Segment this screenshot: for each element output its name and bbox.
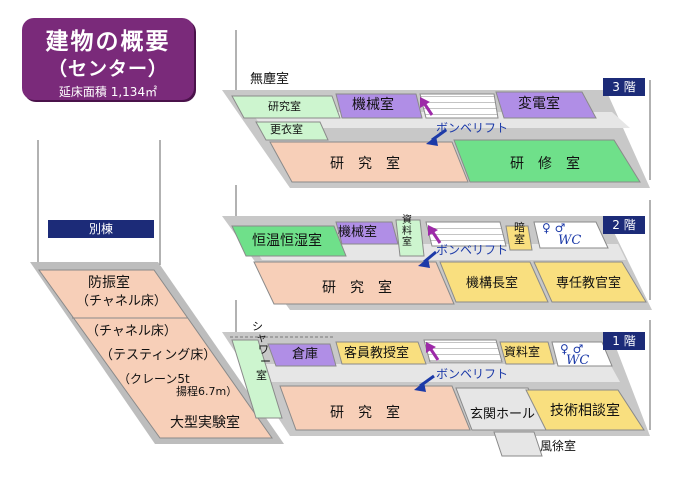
floor2-badge: 2 階	[603, 216, 645, 234]
floor3-machine-room-label: 機械室	[352, 97, 394, 113]
floor1-storage-label: 倉庫	[292, 347, 319, 362]
floor1-tech-consult-room-label: 技術相談室	[550, 403, 620, 419]
floor2-archive-char-3: 室	[402, 237, 412, 248]
stair-arrows	[420, 97, 442, 361]
floor1-wc-symbols-icon: ♀ ♂	[560, 342, 584, 356]
floor2-wc-symbols-icon: ♀ ♂	[542, 221, 566, 235]
floor-area-label: 延床面積 1,134㎡	[58, 85, 158, 99]
floor3-lab-label: 研 究 室	[330, 156, 400, 172]
floor2-darkroom-char-2: 室	[514, 233, 525, 246]
vertical-guide-lines	[37, 30, 651, 430]
floor3-lift-arrow	[426, 128, 447, 146]
floor2-wc-label: WC	[558, 233, 582, 248]
floor2-stair-arrow	[428, 225, 442, 244]
floor1-plan	[222, 332, 650, 457]
floor2-professor-room-label: 専任教官室	[556, 276, 622, 291]
annex-channel-floor-label: （チャネル床）	[86, 324, 177, 339]
floor2-lift-label: ボンベリフト	[436, 243, 509, 257]
floor1-lab-label: 研 究 室	[330, 405, 400, 421]
floor3-stair-arrow	[420, 97, 434, 116]
floor3-locker-room-label: 更衣室	[270, 123, 303, 136]
floor3-training-room-label: 研 修 室	[510, 156, 580, 172]
title-box: 建物の概要 （センター） 延床面積 1,134㎡	[22, 18, 194, 100]
floor2-lift-arrow	[418, 250, 437, 268]
floor2-constant-temp-room-label: 恒温恒湿室	[252, 233, 322, 249]
title-sub: （センター）	[47, 58, 168, 80]
floor2-darkroom-char-1: 暗	[514, 221, 525, 234]
floor2-director-room-label: 機構長室	[466, 276, 519, 291]
floor1-badge: 1 階	[603, 332, 645, 350]
floor1-shower-char-1: シ	[252, 320, 263, 333]
floor2-archive-char-1: 資	[402, 215, 412, 226]
floor2-lab-label: 研 究 室	[322, 280, 392, 296]
floor1-visiting-prof-room-label: 客員教授室	[344, 346, 410, 361]
cleanroom-label: 無塵室	[250, 72, 290, 87]
annex-vibration-room-sub-label: （チャネル床）	[76, 294, 167, 309]
floor2-archive-char-2: 料	[402, 226, 412, 237]
annex-testing-floor-label: （テスティング床）	[100, 348, 217, 363]
floor1-stair-arrow	[426, 342, 440, 361]
floor1-lobby-label: 玄関ホール	[470, 407, 536, 422]
floor1-archive-label: 資料室	[504, 345, 541, 359]
lift-arrows	[414, 128, 447, 392]
floor3-badge: 3 階	[603, 78, 645, 96]
floor2-plan	[222, 216, 652, 310]
floor1-wc-label: WC	[566, 353, 590, 368]
annex-badge: 別棟	[48, 220, 154, 238]
floor3-substation-label: 変電室	[518, 96, 560, 112]
floor1-lift-arrow	[414, 374, 435, 392]
floor3-lift-label: ボンベリフト	[436, 121, 509, 135]
floor2-machine-room-label: 機械室	[338, 225, 378, 240]
floor1-windbreak-room-label: 風徐室	[540, 439, 577, 453]
annex-large-lab-label: 大型実験室	[170, 415, 240, 431]
annex-building	[30, 262, 284, 444]
annex-lift-height-label: 揚程6.7m）	[176, 385, 238, 398]
floor1-shower-char-5: 室	[256, 369, 267, 382]
floor1-shower-char-2: ャ	[256, 331, 267, 344]
floor1-shower-char-4: ー	[260, 355, 271, 368]
floor1-shower-char-3: ワ	[258, 343, 269, 356]
floor1-lift-label: ボンベリフト	[436, 367, 509, 381]
annex-vibration-room-label: 防振室	[88, 275, 130, 291]
annex-crane-label: （クレーン5t	[118, 372, 190, 386]
floor3-lab-small-label: 研究室	[268, 100, 301, 113]
title-main: 建物の概要	[45, 29, 171, 55]
floor3-plan	[222, 90, 650, 188]
